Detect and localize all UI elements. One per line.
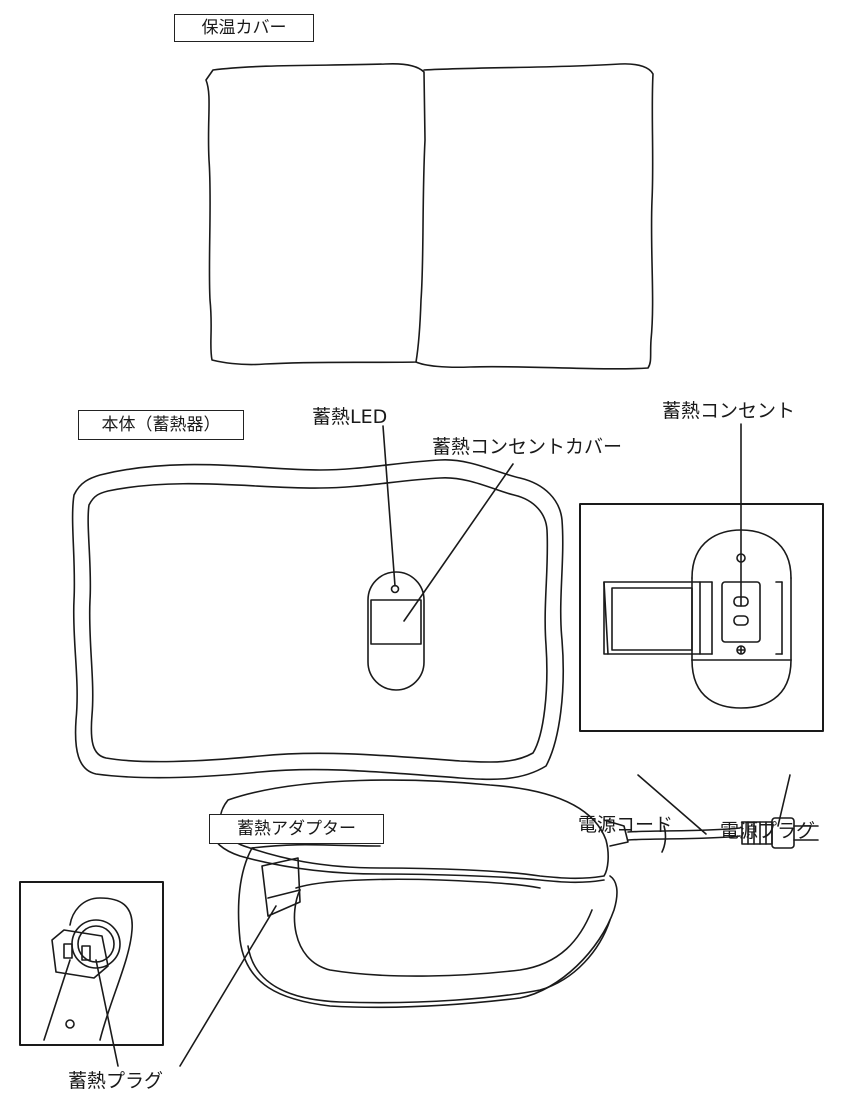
leader-power-cord [637, 774, 707, 835]
cover-panel-left [205, 63, 426, 366]
led-outlet-capsule [367, 571, 425, 691]
body-outer [71, 459, 564, 781]
cover-label: 保温カバー [174, 14, 314, 42]
power-cord-callout: 電源コード [578, 814, 674, 836]
heat-plug-callout: 蓄熱プラグ [68, 1070, 164, 1092]
outlet-callout: 蓄熱コンセント [662, 400, 796, 422]
adapter-label: 蓄熱アダプター [209, 814, 384, 844]
adapter-body [209, 779, 629, 1009]
outlet-detail-inset [579, 503, 824, 732]
leader-led [382, 425, 396, 587]
led-callout: 蓄熱LED [312, 406, 388, 428]
leader-power-plug [777, 774, 791, 827]
body-inner [87, 477, 549, 763]
power-cord [627, 825, 741, 853]
body-label: 本体（蓄熱器） [78, 410, 244, 440]
heat-plug-detail-inset [19, 881, 164, 1046]
power-plug-callout: 電源プラグ [720, 820, 816, 842]
leader-outlet-cover [403, 463, 514, 622]
outlet-cover-callout: 蓄熱コンセントカバー [432, 436, 623, 458]
cover-panel-right [415, 63, 654, 370]
leader-heat-plug-inset [95, 959, 119, 1067]
leader-heat-plug [179, 905, 277, 1067]
power-plug [741, 817, 819, 849]
